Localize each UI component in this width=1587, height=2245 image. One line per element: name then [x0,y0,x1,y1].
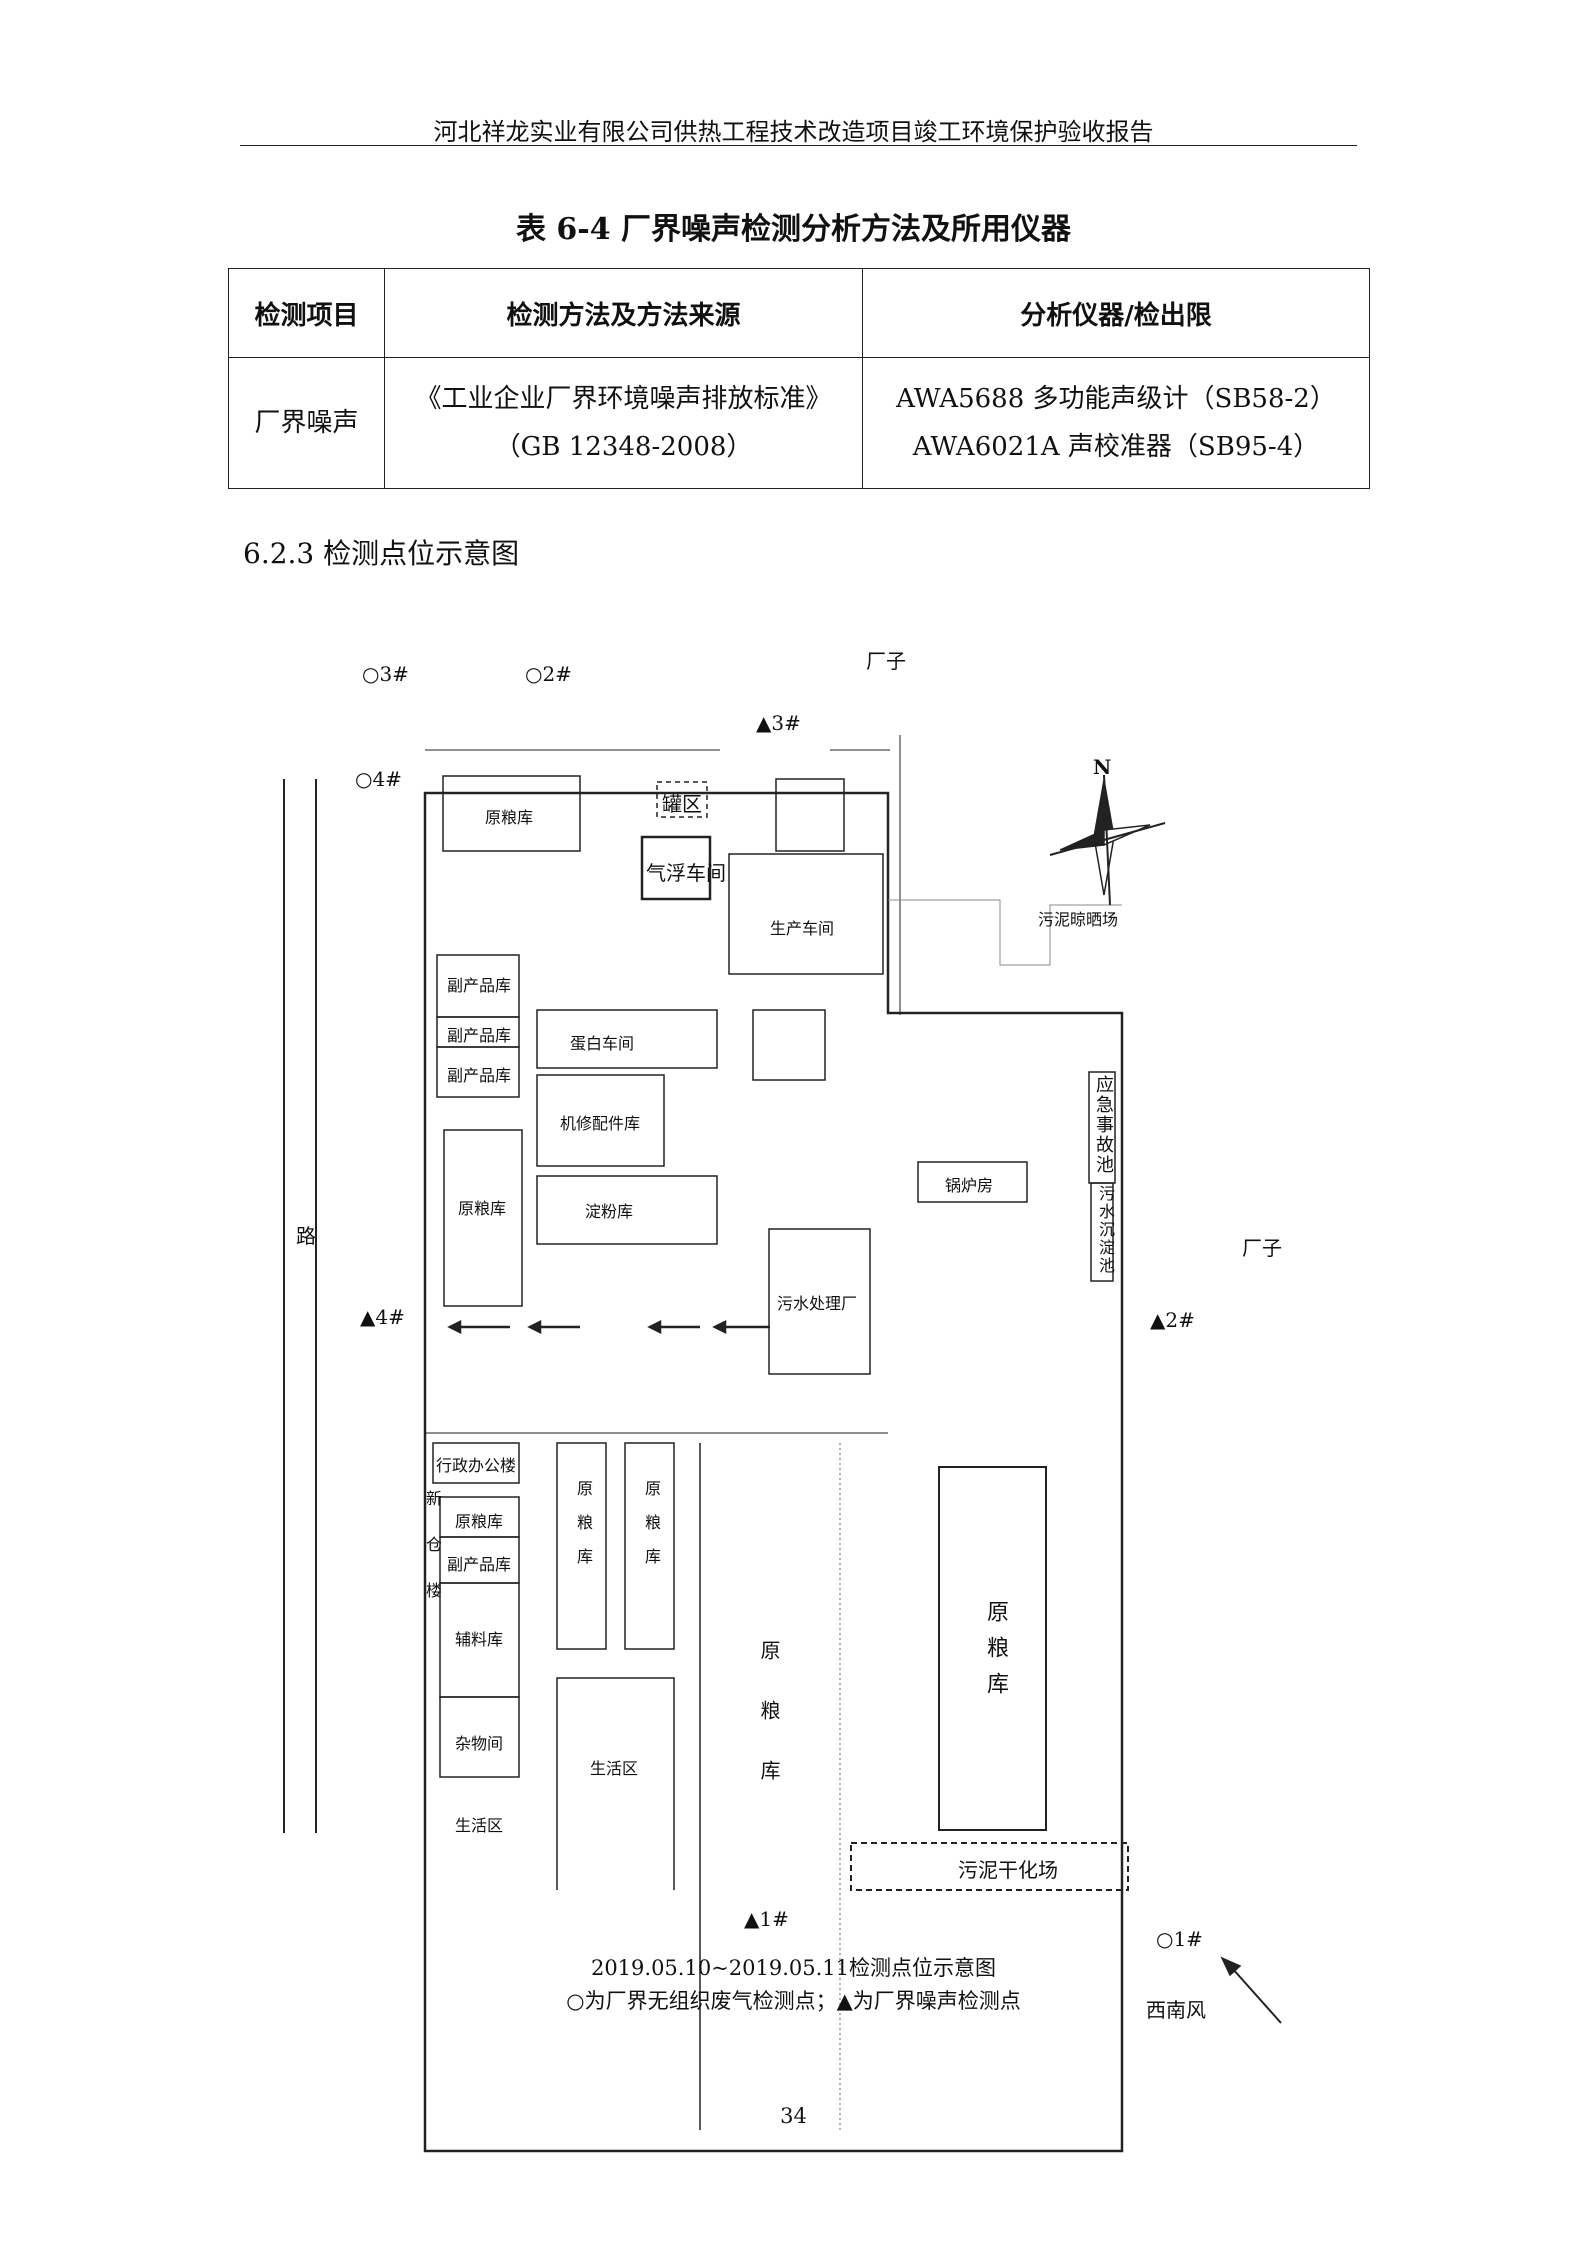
building-label: 罐区 [662,792,702,816]
building-label: 新仓楼 [423,1490,442,1628]
building-label: 生活区 [455,1816,504,1835]
gas-point-2: ○2# [525,662,572,686]
wind-arrow-icon [1220,1956,1282,2024]
building-label: 辅料库 [455,1630,504,1649]
building-label: 生产车间 [770,919,835,938]
building [536,1074,665,1167]
method-table: 检测项目 检测方法及方法来源 分析仪器/检出限 厂界噪声 《工业企业厂界环境噪声… [228,268,1370,489]
building-label: 机修配件库 [560,1114,641,1133]
building-label: 杂物间 [455,1734,504,1753]
figure-legend: ○为厂界无组织废气检测点；▲为厂界噪声检测点 [566,1989,1021,2013]
cell-instrument: AWA5688 多功能声级计（SB58-2） AWA6021A 声校准器（SB95… [862,357,1370,489]
wind-label: 西南风 [1146,1998,1206,2022]
building [556,1442,607,1650]
gas-point-4: ○4# [355,767,402,791]
building [442,775,581,852]
noise-point-3: ▲3# [756,711,801,735]
building-label: 污水处理厂 [777,1294,858,1313]
table-header-row: 检测项目 检测方法及方法来源 分析仪器/检出限 [228,268,1370,358]
building-label: 副产品库 [447,1555,512,1574]
building-label: 副产品库 [447,976,512,995]
building-label: 原粮库 [485,808,534,827]
building [752,1009,826,1081]
building-label: 淀粉库 [585,1202,634,1221]
building [436,1046,520,1098]
compass-icon [1049,774,1166,906]
building-label: 污泥晾晒场 [1038,910,1119,929]
building-label: 原粮库 [455,1512,504,1531]
building [775,778,845,852]
header-cell: 检测项目 [228,268,385,358]
building-label: 蛋白车间 [570,1034,635,1053]
neighbor-east: 厂子 [1242,1236,1282,1260]
noise-point-4: ▲4# [360,1305,405,1329]
figure-caption: 2019.05.10~2019.05.11检测点位示意图 [590,1956,997,1980]
gas-point-1: ○1# [1156,1927,1203,1951]
gas-point-3: ○3# [362,662,409,686]
building [728,853,884,975]
building-label: 行政办公楼 [436,1456,517,1475]
building [439,1696,520,1778]
flow-arrows [447,1319,770,1335]
running-header: 河北祥龙实业有限公司供热工程技术改造项目竣工环境保护验收报告 [433,118,1154,146]
building [432,1442,520,1484]
noise-point-1: ▲1# [744,1907,789,1931]
building [1090,1182,1114,1282]
building [443,1129,523,1307]
instrument-line: AWA5688 多功能声级计（SB58-2） [896,384,1336,414]
neighbor-north: 厂子 [866,649,906,673]
building-label: 原粮库 [983,1600,1008,1708]
building-label: 锅炉房 [945,1176,994,1195]
cell-method: 《工业企业厂界环境噪声排放标准》 （GB 12348-2008） [384,357,863,489]
noise-point-2: ▲2# [1150,1308,1195,1332]
plant-boundary [423,791,1124,2153]
section-heading: 6.2.3 检测点位示意图 [243,537,520,570]
building-label: 原粮库 [757,1640,781,1820]
building-label: 生活区 [590,1759,639,1778]
header-divider [240,145,1357,146]
building [917,1161,1028,1203]
method-line: （GB 12348-2008） [494,432,753,462]
building-label: 原粮库 [642,1480,661,1582]
building-label: 污泥干化场 [958,1858,1058,1882]
header-cell: 检测方法及方法来源 [384,268,863,358]
building [656,781,708,818]
building [536,1009,718,1069]
dimension-line [888,899,1122,966]
road-label: 路 [296,1224,316,1248]
building-label: 副产品库 [447,1066,512,1085]
building [536,1175,718,1245]
building-label: 污水沉淀池 [1096,1185,1115,1275]
building [850,1842,1129,1891]
building-label: 副产品库 [447,1026,512,1045]
building [768,1228,871,1375]
building [624,1442,675,1650]
compass-north-label: N [1093,755,1112,779]
dimension-line [425,735,901,1015]
instrument-line: AWA6021A 声校准器（SB95-4） [912,432,1320,462]
building-label: 原粮库 [574,1480,593,1582]
table-title: 表 6-4 厂界噪声检测分析方法及所用仪器 [515,212,1072,247]
building [556,1677,675,1890]
page-number: 34 [780,2104,807,2128]
building [938,1466,1047,1831]
building [640,835,712,901]
building-label: 应急事故池 [1093,1075,1114,1175]
building-label: 气浮车间 [646,861,726,885]
method-line: 《工业企业厂界环境噪声排放标准》 [415,384,832,414]
building-label: 原粮库 [458,1199,507,1218]
table-row: 厂界噪声 《工业企业厂界环境噪声排放标准》（GB 12348-2008） AWA… [228,357,1370,489]
